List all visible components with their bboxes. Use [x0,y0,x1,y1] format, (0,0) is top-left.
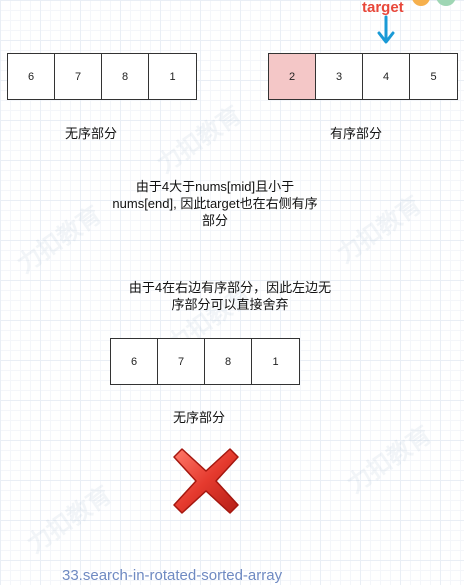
decorative-circle [436,0,456,6]
array-cell: 6 [111,339,158,384]
watermark: 力扣教育 [342,421,437,499]
note-line: 由于4在右边有序部分，因此左边无 [128,280,332,295]
note-line: 由于4大于nums[mid]且小于 [135,179,295,194]
explanation-note: 由于4大于nums[mid]且小于 nums[end], 因此target也在右… [85,178,345,229]
array-cell: 7 [55,54,102,99]
note-line: 序部分可以直接舍弃 [171,297,289,312]
array-cell: 8 [205,339,252,384]
array-cell: 7 [158,339,205,384]
array-cell: 3 [316,54,363,99]
right-array-caption: 有序部分 [330,126,383,141]
note-line: 部分 [201,213,228,228]
watermark: 力扣教育 [22,481,117,559]
array-cell: 6 [8,54,55,99]
discarded-array-caption: 无序部分 [173,410,226,425]
problem-title: 33.search-in-rotated-sorted-array [62,567,283,584]
right-array: 2 3 4 5 [268,53,458,100]
discard-note: 由于4在右边有序部分，因此左边无 序部分可以直接舍弃 [80,279,380,313]
target-arrow-icon [377,15,395,44]
array-cell: 1 [169,70,176,83]
array-cell: 8 [102,54,149,99]
array-cell: 1 [272,355,279,368]
note-line: nums[end], 因此target也在右侧有序 [112,196,318,211]
discarded-array: 6 7 8 1 [110,338,300,385]
watermark: 力扣教育 [152,101,247,179]
array-cell-highlighted: 2 [269,54,316,99]
array-cell: 5 [430,70,437,83]
cross-icon [173,448,239,514]
left-array: 6 7 8 1 [7,53,197,100]
array-cell: 4 [363,54,410,99]
decorative-circle [412,0,430,6]
target-label: target [362,0,404,16]
left-array-caption: 无序部分 [65,126,118,141]
